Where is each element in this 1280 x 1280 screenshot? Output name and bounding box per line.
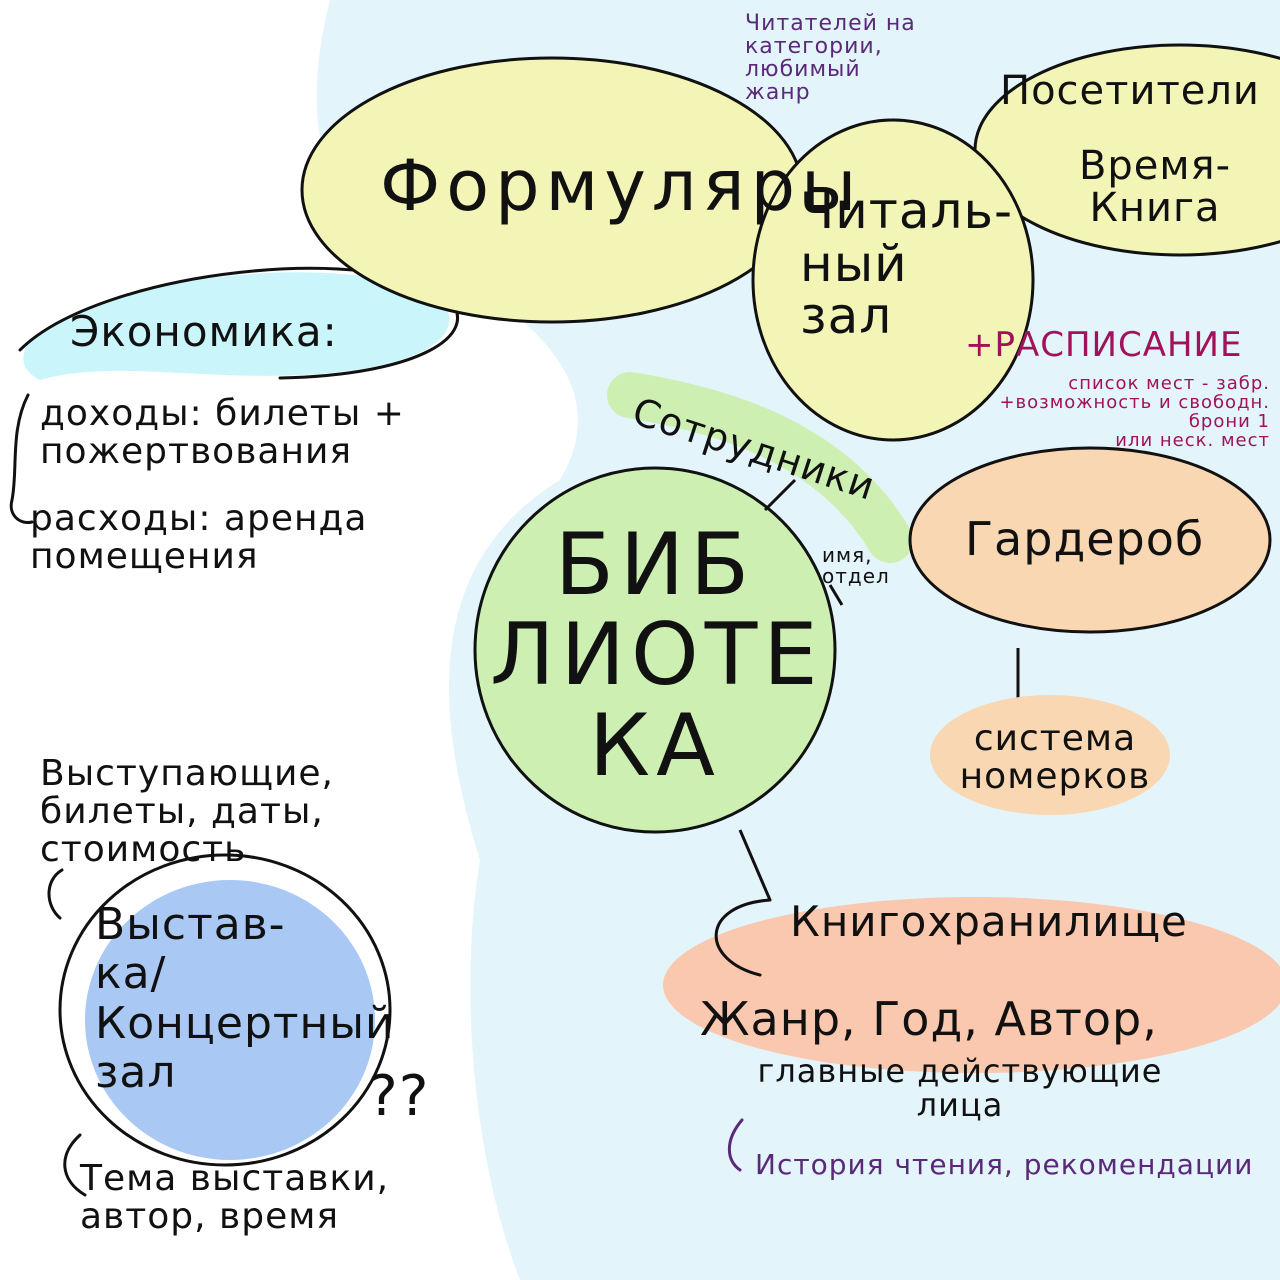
storage-outline [714,898,772,977]
schedule-detail: список мест - забр. +возможность и свобо… [999,373,1270,451]
token-system-bubble [930,695,1170,815]
reading-room-label: Читаль- ный зал [800,182,1014,345]
economy-bubble-fill [23,272,450,380]
schedule-title: +РАСПИСАНИЕ [965,325,1243,365]
visitors-detail: Время- Книга [1078,143,1232,231]
staff-highlight [607,372,913,563]
staff-connector [763,478,797,512]
hall-bubble [85,880,375,1160]
hall-exhibit-brace [63,1133,87,1197]
reading-note: Читателей на категории, любимый жанр [745,11,916,106]
formulars-label: Формуляры [380,145,863,227]
storage-history: История чтения, рекомендации [755,1148,1254,1181]
economy-title: Экономика: [70,307,338,356]
token-system-label: система номерков [959,718,1151,797]
hall-performers: Выступающие, билеты, даты, стоимость [40,753,334,870]
hall-question: ?? [368,1064,430,1129]
storage-title: Книгохранилище [790,897,1188,946]
hall-outline [58,853,392,1167]
economy-income: доходы: билеты + пожертвования [40,393,405,472]
library-label: БИБ ЛИОТЕ КА [490,515,824,796]
hall-exhibit: Тема выставки, автор, время [80,1158,390,1237]
library-bubble [473,466,837,834]
storage-connector [738,829,772,901]
reading-room-bubble [751,118,1035,442]
wardrobe-bubble [908,446,1272,634]
economy-expense: расходы: аренда помещения [30,498,368,577]
economy-brace [9,393,34,525]
storage-fields: Жанр, Год, Автор, [700,992,1158,1046]
visitors-title: Посетители [1000,70,1260,112]
storage-history-brace [727,1118,744,1172]
staff-detail: имя, отдел [822,543,890,588]
wardrobe-label: Гардероб [965,512,1205,566]
hall-label: Выстав- ка/ Концертный зал [95,899,395,1098]
storage-bubble [663,897,1280,1073]
hall-performers-brace [47,868,64,920]
storage-more: главные действующие лица [757,1052,1163,1124]
staff-detail-connector [828,584,844,606]
